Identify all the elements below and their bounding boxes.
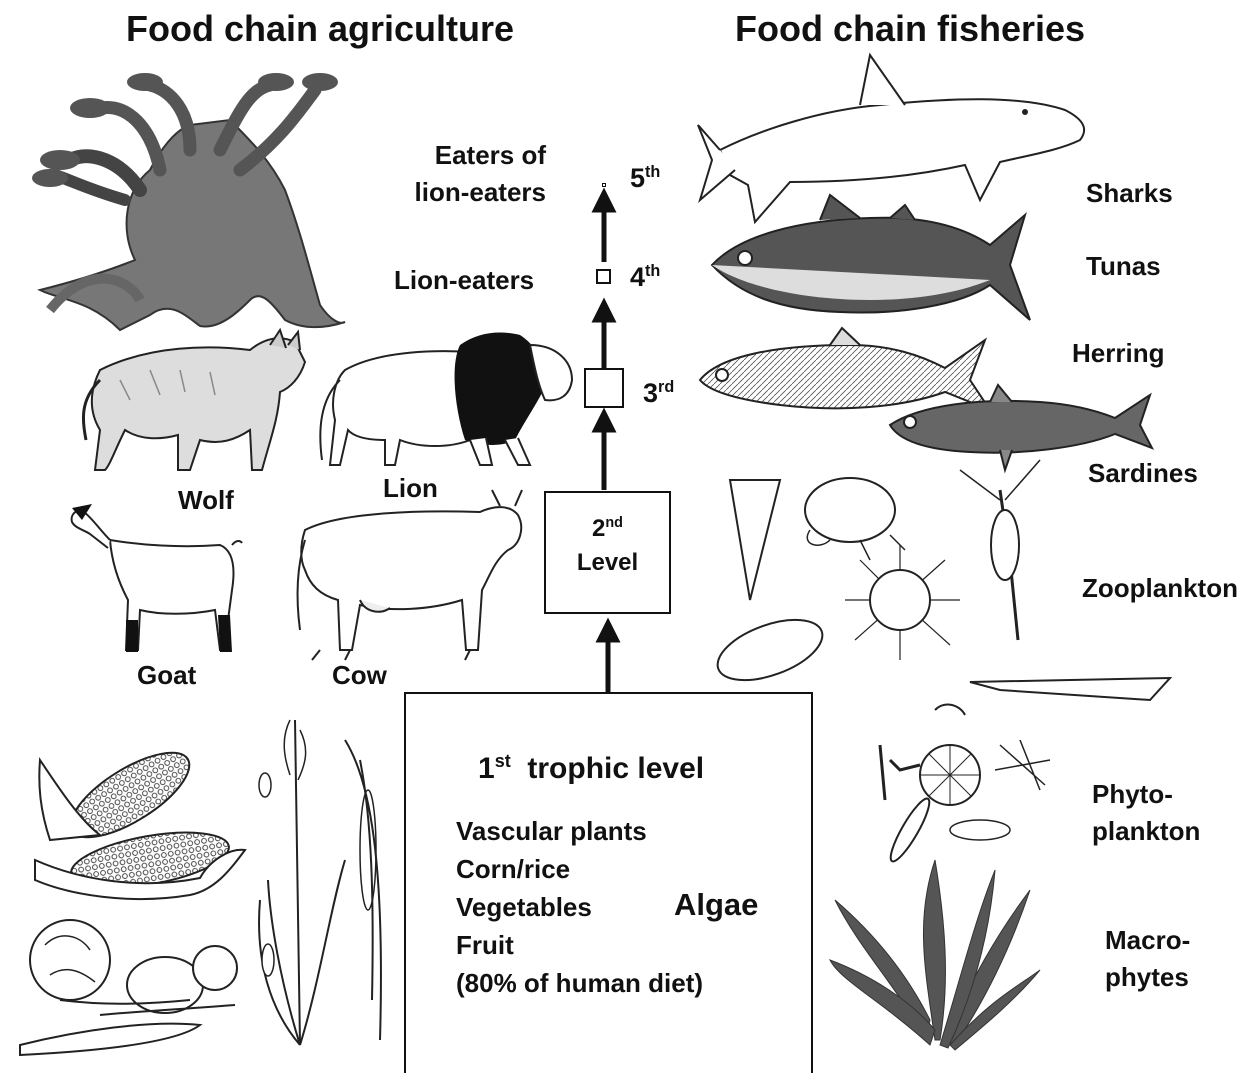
level-5-label-line1: Eaters of (400, 137, 546, 174)
rice-plant-icon (259, 720, 381, 1045)
level-5-label-line2: lion-eaters (400, 174, 546, 211)
level-1-suffix: st (495, 751, 511, 771)
macrophytes-label: Macro- phytes (1105, 922, 1190, 996)
level-2-number: 2 (592, 515, 605, 542)
algae-label: Algae (674, 887, 758, 923)
goat-label: Goat (137, 660, 196, 691)
level-1-title-text: trophic level (527, 752, 704, 785)
wolf-label: Wolf (178, 485, 234, 516)
lion-label: Lion (383, 473, 438, 504)
phytoplankton-label: Phyto- plankton (1092, 776, 1200, 850)
level-3-box (584, 368, 624, 408)
herring-label: Herring (1072, 338, 1164, 369)
level-1-item: Vascular plants (456, 812, 703, 850)
lion-icon (320, 332, 572, 465)
phytoplankton-label-line2: plankton (1092, 813, 1200, 850)
level-4-ordinal: 4th (630, 262, 660, 293)
wolf-icon (83, 330, 305, 470)
level-1-item: (80% of human diet) (456, 964, 703, 1002)
level-4-box (596, 269, 611, 284)
seaweed-icon (830, 860, 1040, 1050)
tunas-label: Tunas (1086, 251, 1161, 282)
level-2-suffix: nd (605, 515, 623, 531)
level-1-item: Vegetables (456, 888, 703, 926)
zooplankton-label: Zooplankton (1082, 573, 1238, 604)
macrophytes-label-line1: Macro- (1105, 922, 1190, 959)
level-1-number: 1 (478, 752, 495, 785)
level-1-item: Fruit (456, 926, 703, 964)
sharks-label: Sharks (1086, 178, 1173, 209)
level-4-label: Lion-eaters (394, 265, 534, 296)
cow-label: Cow (332, 660, 387, 691)
sardines-label: Sardines (1088, 458, 1198, 489)
vegetables-icon (20, 920, 237, 1055)
cow-icon (297, 490, 522, 660)
level-1-box: 1st trophic level Vascular plants Corn/r… (404, 692, 813, 1073)
level-5-box (602, 183, 606, 187)
level-3-ordinal: 3rd (643, 378, 674, 409)
level-1-title: 1st trophic level (478, 752, 704, 786)
title-fisheries: Food chain fisheries (735, 8, 1085, 50)
level-1-item: Corn/rice (456, 850, 703, 888)
level-2-word: Level (546, 549, 669, 577)
macrophytes-label-line2: phytes (1105, 959, 1190, 996)
level-2-box: 2nd Level (544, 491, 671, 614)
level-4-number: 4 (630, 262, 645, 292)
title-agriculture: Food chain agriculture (126, 8, 514, 50)
level-2-ordinal: 2nd (546, 515, 669, 543)
level-4-suffix: th (645, 262, 660, 280)
level-5-label: Eaters of lion-eaters (400, 137, 546, 211)
goat-icon (72, 504, 242, 652)
level-5-ordinal: 5th (630, 163, 660, 194)
level-1-list: Vascular plants Corn/rice Vegetables Fru… (456, 812, 703, 1002)
shark-icon (698, 55, 1084, 222)
level-3-number: 3 (643, 378, 658, 408)
hydra-icon (32, 73, 345, 330)
corn-icon (35, 737, 245, 899)
level-5-number: 5 (630, 163, 645, 193)
phytoplankton-icon (880, 705, 1050, 866)
herring-icon (700, 328, 990, 410)
level-5-suffix: th (645, 163, 660, 181)
phytoplankton-label-line1: Phyto- (1092, 776, 1200, 813)
level-3-suffix: rd (658, 378, 674, 396)
